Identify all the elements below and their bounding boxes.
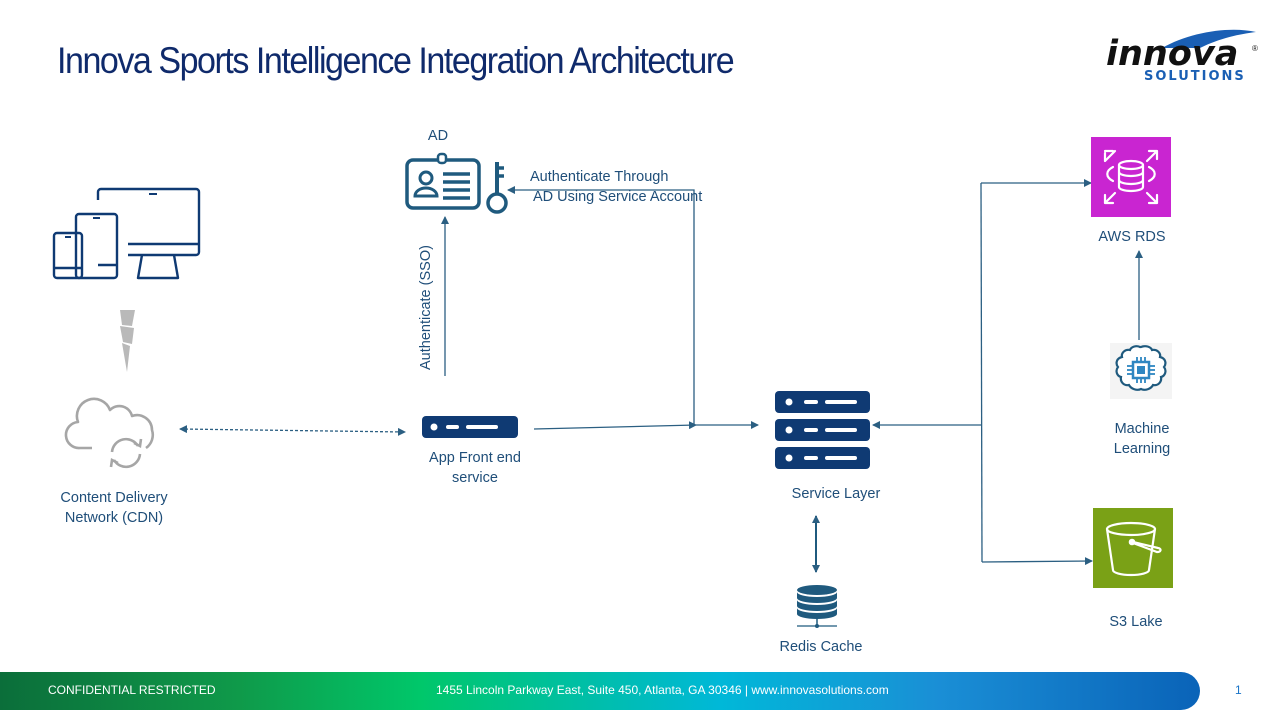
id-badge-key-icon	[405, 152, 508, 214]
footer-bar: CONFIDENTIAL RESTRICTED 1455 Lincoln Par…	[0, 672, 1200, 710]
app-frontend-label: App Front end service	[410, 448, 540, 488]
cdn-label: Content Delivery Network (CDN)	[44, 488, 184, 528]
logo-wordmark: innova	[1106, 34, 1239, 74]
lightning-icon	[120, 310, 135, 372]
sso-label: Authenticate (SSO)	[418, 245, 434, 370]
cdn-frontend-connector	[179, 425, 406, 436]
ml-label-line1: Machine	[1114, 421, 1170, 437]
page-title: Innova Sports Intelligence Integration A…	[57, 40, 735, 81]
service-account-label: Authenticate Through AD Using Service Ac…	[530, 167, 702, 207]
service-account-label-line1: Authenticate Through	[530, 169, 669, 185]
cdn-label-line1: Content Delivery	[60, 490, 168, 506]
s3-label: S3 Lake	[1109, 614, 1163, 630]
server-stack-icon	[775, 391, 870, 469]
aws-rds-label: AWS RDS	[1098, 229, 1166, 245]
s3-bucket-icon	[1093, 508, 1173, 588]
app-frontend-label-line1: App Front end	[429, 450, 521, 466]
service-layer-label: Service Layer	[791, 486, 881, 502]
cloud-sync-icon	[64, 397, 155, 469]
logo-subtitle: SOLUTIONS	[1144, 69, 1246, 84]
redis-label: Redis Cache	[779, 639, 863, 655]
server-icon	[422, 416, 518, 438]
ad-label: AD	[427, 128, 449, 144]
database-icon	[797, 585, 837, 628]
page-number: 1	[1235, 683, 1242, 697]
brain-chip-icon	[1110, 343, 1172, 399]
innova-logo: innova ® SOLUTIONS	[1100, 28, 1265, 88]
branch-trunk	[980, 182, 983, 563]
footer-address: 1455 Lincoln Parkway East, Suite 450, At…	[436, 683, 889, 697]
aws-rds-icon	[1091, 137, 1171, 217]
cdn-label-line2: Network (CDN)	[64, 510, 164, 526]
devices-icon	[52, 187, 201, 280]
footer-confidential: CONFIDENTIAL RESTRICTED	[48, 683, 216, 697]
branch-s3-connector	[981, 557, 1093, 566]
app-frontend-label-line2: service	[452, 470, 498, 486]
service-account-label-line2: AD Using Service Account	[533, 189, 703, 205]
service-account-connector	[507, 186, 695, 425]
ml-label: Machine Learning	[1092, 419, 1192, 459]
frontend-service-connector	[533, 421, 697, 430]
logo-registered: ®	[1252, 44, 1258, 53]
ml-label-line2: Learning	[1113, 441, 1171, 457]
logo-swoosh-icon	[1162, 29, 1256, 48]
